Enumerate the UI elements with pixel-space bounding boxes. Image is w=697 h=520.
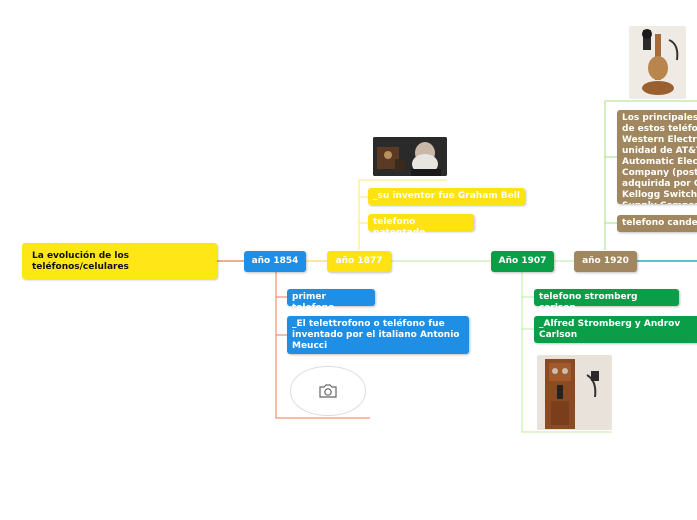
topic-1907-child-1[interactable]: telefono stromberg carlson	[534, 289, 679, 313]
stromberg-phone-image	[537, 355, 612, 430]
topic-year-1854-label: año 1854	[251, 256, 299, 266]
topic-year-1907[interactable]: Año 1907	[491, 251, 554, 272]
topic-year-1920-label: año 1920	[582, 256, 629, 266]
graham-bell-portrait	[373, 137, 447, 176]
topic-1907-child-2[interactable]: _Alfred Stromberg y Androv Carlson	[534, 316, 697, 343]
topic-year-1854[interactable]: año 1854	[244, 251, 306, 272]
topic-1920-child-2-label: telefono candelero	[622, 218, 697, 228]
topic-year-1920[interactable]: año 1920	[574, 251, 637, 272]
topic-1877-child-1-label: _su inventor fue Graham Bell	[373, 191, 520, 201]
topic-1877-child-1[interactable]: _su inventor fue Graham Bell	[368, 188, 525, 205]
topic-1907-child-2-label: _Alfred Stromberg y Androv Carlson	[539, 319, 681, 340]
root-topic-label: La evolución de los teléfonos/celulares	[32, 251, 130, 272]
topic-1877-child-2[interactable]: telefono patentado	[368, 214, 474, 238]
topic-1877-child-2-label: telefono patentado	[373, 217, 426, 238]
connector-1854-children	[275, 272, 370, 419]
camera-icon	[319, 384, 337, 398]
topic-1920-child-1[interactable]: Los principales fabricantes de estos tel…	[617, 110, 697, 204]
topic-year-1907-label: Año 1907	[498, 256, 547, 266]
root-topic[interactable]: La evolución de los teléfonos/celulares	[22, 243, 217, 279]
connector-1920-children	[604, 100, 697, 250]
topic-1920-child-1-label: Los principales fabricantes de estos tel…	[622, 113, 697, 204]
topic-1920-child-2[interactable]: telefono candelero	[617, 215, 697, 232]
topic-1854-child-2[interactable]: _El telettrofono o teléfono fue inventad…	[287, 316, 469, 354]
topic-1854-child-2-label: _El telettrofono o teléfono fue inventad…	[292, 319, 460, 351]
stromberg-phone-picture	[537, 355, 612, 430]
candlestick-phone-picture	[629, 26, 686, 99]
topic-year-1877[interactable]: año 1877	[327, 251, 391, 272]
candlestick-phone-image	[629, 26, 686, 99]
connector-1907-children	[521, 272, 612, 433]
topic-1854-child-1-label: primer telefono	[292, 292, 335, 313]
connector-1877-children	[358, 179, 447, 250]
image-placeholder[interactable]	[290, 366, 366, 416]
topic-1854-child-1[interactable]: primer telefono	[287, 289, 375, 313]
topic-1907-child-1-label: telefono stromberg carlson	[539, 292, 638, 313]
graham-bell-image	[373, 137, 447, 176]
topic-year-1877-label: año 1877	[335, 256, 383, 266]
